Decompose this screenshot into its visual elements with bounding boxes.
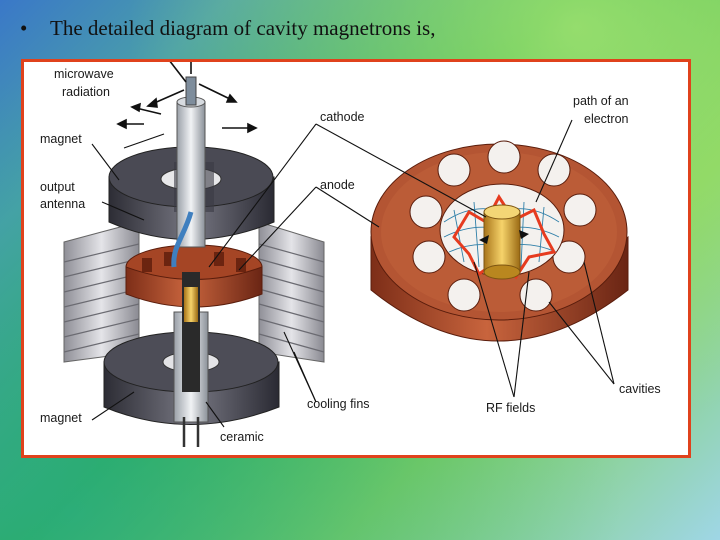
label-magnet-top: magnet	[40, 132, 82, 146]
label-microwave-line2: radiation	[62, 85, 110, 99]
slide-bullet-text: •The detailed diagram of cavity magnetro…	[20, 16, 435, 41]
cathode-cylinder	[484, 205, 520, 279]
label-ceramic: ceramic	[220, 430, 264, 444]
label-anode: anode	[320, 178, 355, 192]
magnetron-diagram-frame: microwave radiation magnet output antenn…	[21, 59, 691, 458]
magnetron-diagram: microwave radiation magnet output antenn…	[24, 62, 688, 455]
anode-closeup	[371, 141, 628, 341]
output-antenna-graphic	[174, 77, 205, 267]
slide-heading: The detailed diagram of cavity magnetron…	[50, 16, 435, 40]
bullet-glyph: •	[20, 16, 50, 41]
label-cathode: cathode	[320, 110, 365, 124]
label-cooling-fins: cooling fins	[307, 397, 370, 411]
label-rf-fields: RF fields	[486, 401, 535, 415]
magnetron-cutaway	[64, 62, 324, 447]
label-output-line2: antenna	[40, 197, 85, 211]
label-path-line1: path of an	[573, 94, 629, 108]
label-microwave-line1: microwave	[54, 67, 114, 81]
label-magnet-bottom: magnet	[40, 411, 82, 425]
label-path-line2: electron	[584, 112, 629, 126]
label-output-line1: output	[40, 180, 75, 194]
label-cavities: cavities	[619, 382, 661, 396]
